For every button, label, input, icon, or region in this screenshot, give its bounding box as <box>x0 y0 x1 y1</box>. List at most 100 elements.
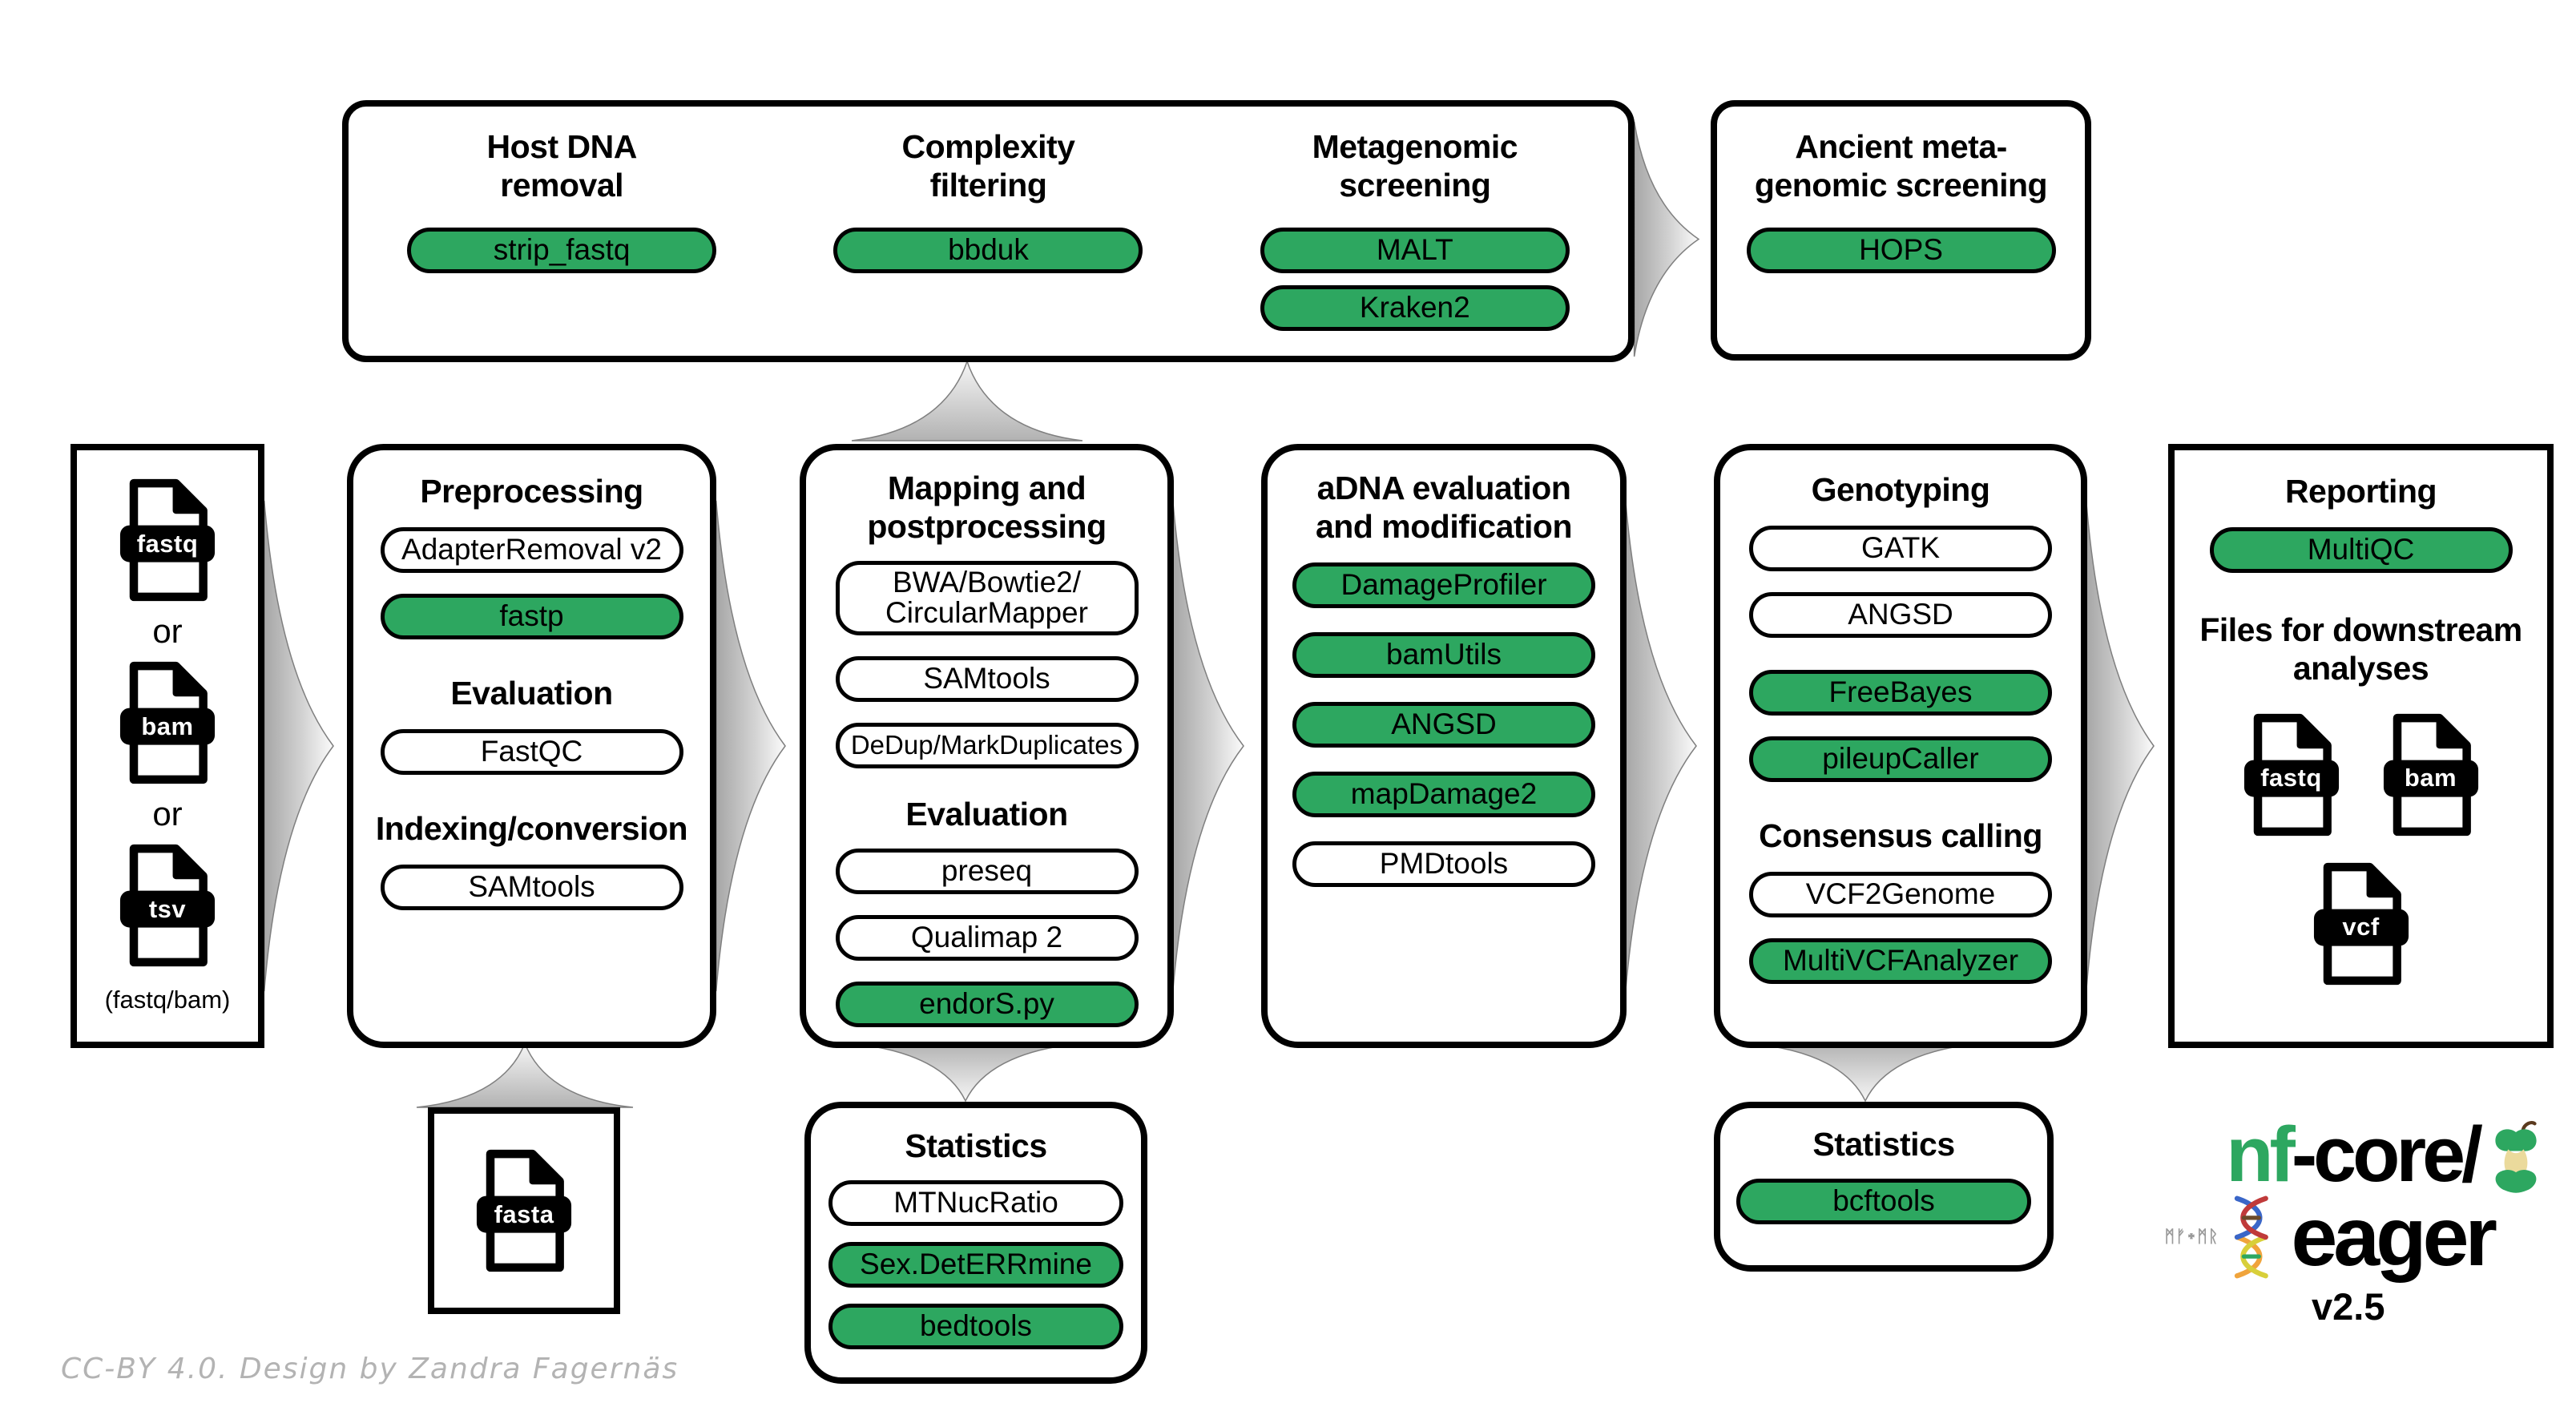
pill-damageprofiler: DamageProfiler <box>1292 562 1595 608</box>
file-icon-vcf-output: vcf <box>2311 861 2412 986</box>
pill-angsd-genotyping: ANGSD <box>1749 591 2052 638</box>
box-title: Ancient meta- genomic screening <box>1754 127 2048 204</box>
runes-text: ᛗᚠ᛭ᛗᚱ <box>2164 1228 2219 1247</box>
file-icon-bam-output: bam <box>2380 712 2481 837</box>
file-label: bam <box>2404 764 2457 792</box>
pill-hops: HOPS <box>1746 228 2056 273</box>
file-label: fastq <box>136 529 199 558</box>
pill-bcftools: bcftools <box>1736 1178 2031 1224</box>
section-heading: Consensus calling <box>1759 816 2042 854</box>
pill-pmdtools: PMDtools <box>1292 841 1595 887</box>
pill-bwa-bowtie2-circularmapper: BWA/Bowtie2/ CircularMapper <box>835 560 1139 635</box>
section-host-dna-removal: Host DNA removal strip_fastq <box>349 127 775 356</box>
or-separator: or <box>152 795 183 833</box>
pill-bedtools: bedtools <box>828 1303 1123 1349</box>
ancient-screening-box: Ancient meta- genomic screening HOPS <box>1711 100 2091 361</box>
pill-preseq: preseq <box>835 848 1139 894</box>
fasta-reference-box: fasta <box>428 1107 620 1314</box>
arrow-mapping-to-statistics <box>847 1043 1084 1101</box>
input-files-box: fastq or bam or tsv (fastq/bam) <box>71 444 264 1048</box>
section-title: Complexity filtering <box>901 127 1075 204</box>
pill-freebayes: FreeBayes <box>1749 669 2052 716</box>
logo-name-line: ᛗᚠ᛭ᛗᚱ eager <box>2164 1190 2497 1284</box>
arrow-preprocessing-to-mapping <box>715 501 785 991</box>
arrow-adna-to-genotyping <box>1624 501 1696 991</box>
section-metagenomic-screening: Metagenomic screening MALT Kraken2 <box>1202 127 1628 356</box>
section-heading: Genotyping <box>1811 471 1990 508</box>
pill-fastp: fastp <box>380 593 683 639</box>
logo-eager-text: eager <box>2291 1190 2497 1284</box>
pill-dedup-markduplicates: DeDup/MarkDuplicates <box>835 722 1139 768</box>
pill-samtools-indexing: SAMtools <box>380 864 683 910</box>
file-icon-fastq-input: fastq <box>117 478 218 603</box>
file-icon-fastq-output: fastq <box>2241 712 2342 837</box>
pill-adapterremoval-v2: AdapterRemoval v2 <box>380 526 683 573</box>
file-label: fasta <box>494 1199 554 1228</box>
arrow-screening-to-ancient <box>1633 122 1699 357</box>
pill-multiqc: MultiQC <box>2209 526 2513 573</box>
dna-helix-icon <box>2235 1195 2269 1279</box>
section-heading: Evaluation <box>905 795 1068 833</box>
arrow-genotyping-to-reporting <box>2085 501 2154 991</box>
section-heading: Statistics <box>905 1127 1047 1164</box>
pill-pileupcaller: pileupCaller <box>1749 736 2052 782</box>
logo-version: v2.5 <box>2312 1285 2385 1328</box>
pill-mapdamage2: mapDamage2 <box>1292 771 1595 817</box>
pill-malt: MALT <box>1260 228 1570 273</box>
file-icon-tsv-input: tsv <box>117 843 218 968</box>
pill-strip-fastq: strip_fastq <box>407 228 717 273</box>
output-files-row: fastq bam <box>2241 712 2481 837</box>
pill-vcf2genome: VCF2Genome <box>1749 871 2052 917</box>
logo-core-text: -core/ <box>2291 1111 2483 1198</box>
pill-mtnucratio: MTNucRatio <box>828 1179 1123 1226</box>
pill-fastqc: FastQC <box>380 728 683 775</box>
arrow-mapping-to-adna <box>1171 501 1244 991</box>
pill-samtools-mapping: SAMtools <box>835 655 1139 702</box>
pill-qualimap-2: Qualimap 2 <box>835 914 1139 961</box>
input-caption: (fastq/bam) <box>104 986 231 1014</box>
section-heading: Preprocessing <box>420 473 643 510</box>
adna-box: aDNA evaluation and modification DamageP… <box>1261 444 1627 1048</box>
file-icon-fasta: fasta <box>474 1148 574 1273</box>
nf-core-eager-logo: nf-core/ ᛗᚠ᛭ᛗᚱ eager v2.5 <box>2147 1111 2564 1350</box>
file-label: tsv <box>148 894 187 923</box>
pill-multivcfanalyzer: MultiVCFAnalyzer <box>1749 937 2052 984</box>
section-heading: Mapping and postprocessing <box>867 470 1107 545</box>
statistics-box-mapping: Statistics MTNucRatio Sex.DetERRmine bed… <box>804 1102 1147 1384</box>
arrow-genotyping-to-statistics <box>1747 1043 1984 1101</box>
pill-bamutils: bamUtils <box>1292 631 1595 678</box>
pill-bbduk: bbduk <box>833 228 1143 273</box>
pill-sex-deterrmine: Sex.DetERRmine <box>828 1241 1123 1288</box>
pill-gatk: GATK <box>1749 525 2052 571</box>
pill-kraken2: Kraken2 <box>1260 285 1570 331</box>
pill-endors-py: endorS.py <box>835 981 1139 1027</box>
apple-core-icon <box>2495 1120 2537 1193</box>
section-heading: Statistics <box>1812 1126 1955 1163</box>
arrow-input-to-preprocessing <box>263 501 333 991</box>
credit-text: CC-BY 4.0. Design by Zandra Fagernäs <box>61 1353 679 1385</box>
section-heading: Indexing/conversion <box>375 809 688 847</box>
section-heading: Evaluation <box>450 674 613 712</box>
file-icon-bam-input: bam <box>117 660 218 785</box>
genotyping-box: Genotyping GATK ANGSD FreeBayes pileupCa… <box>1714 444 2087 1048</box>
section-complexity-filtering: Complexity filtering bbduk <box>775 127 1201 356</box>
arrow-mapping-to-screening <box>852 361 1082 441</box>
section-heading: aDNA evaluation and modification <box>1316 470 1573 545</box>
mapping-box: Mapping and postprocessing BWA/Bowtie2/ … <box>800 444 1174 1048</box>
section-heading: Reporting <box>2284 473 2437 510</box>
logo-brand-line: nf-core/ <box>2226 1111 2542 1198</box>
file-label: vcf <box>2342 913 2380 941</box>
logo-nf-text: nf <box>2226 1111 2296 1198</box>
screening-pipeline-box: Host DNA removal strip_fastq Complexity … <box>342 100 1635 362</box>
reporting-box: Reporting MultiQC Files for downstream a… <box>2168 444 2554 1048</box>
file-label: fastq <box>2260 764 2322 792</box>
or-separator: or <box>152 612 183 650</box>
preprocessing-box: Preprocessing AdapterRemoval v2 fastp Ev… <box>347 444 716 1048</box>
section-title: Metagenomic screening <box>1312 127 1518 204</box>
arrow-fasta-to-preprocessing <box>417 1043 633 1107</box>
file-label: bam <box>141 712 194 740</box>
files-heading: Files for downstream analyses <box>2199 611 2522 687</box>
pill-angsd-adna: ANGSD <box>1292 701 1595 748</box>
section-title: Host DNA removal <box>486 127 638 204</box>
statistics-box-genotyping: Statistics bcftools <box>1714 1102 2054 1272</box>
